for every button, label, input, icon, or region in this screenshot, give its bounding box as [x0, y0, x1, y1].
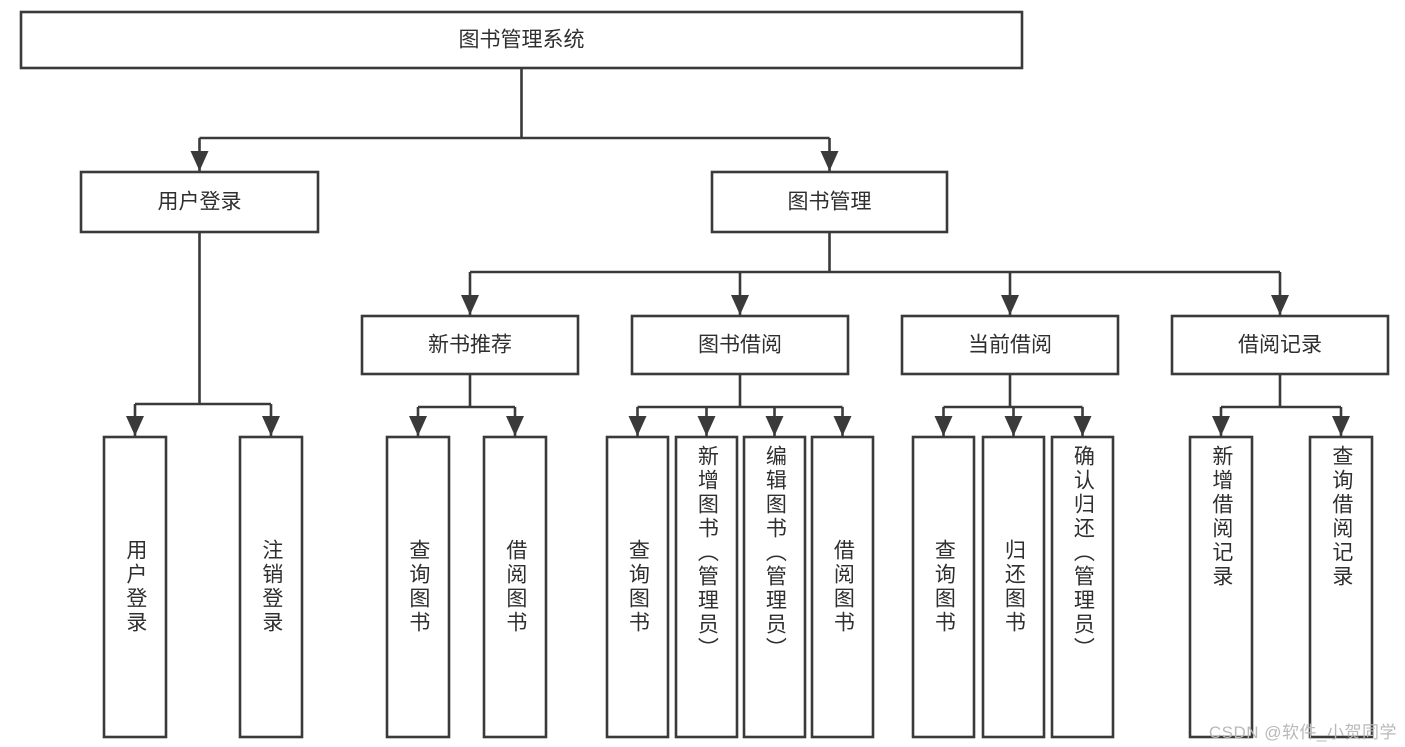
node-current-borrow[interactable]	[900, 314, 1120, 376]
node-leaf-borrow-book-1[interactable]	[482, 435, 548, 739]
node-leaf-user-login[interactable]	[102, 435, 168, 739]
node-book-manage-label: 图书管理	[788, 191, 872, 214]
arrow-leaf-confirm-return	[1073, 416, 1092, 436]
arrow-leaf-add-book	[697, 416, 716, 436]
arrow-leaf-query-book-1	[409, 416, 427, 436]
node-leaf-query-book-2[interactable]	[605, 435, 670, 739]
node-leaf-add-book[interactable]	[674, 435, 739, 739]
arrow-borrow-record	[1271, 295, 1289, 315]
node-book-manage[interactable]	[710, 170, 949, 234]
arrow-leaf-edit-book	[765, 416, 784, 436]
watermark-text: CSDN @软件_小贺同学	[1208, 723, 1397, 742]
node-leaf-user-logout[interactable]	[238, 435, 304, 739]
arrow-leaf-borrow-book-1	[506, 416, 524, 436]
connectors-layer	[126, 68, 1350, 436]
node-current-borrow-label: 当前借阅	[968, 334, 1052, 357]
node-root-root[interactable]	[19, 10, 1024, 70]
node-user-login[interactable]	[79, 170, 320, 234]
arrow-current-borrow	[1001, 295, 1019, 315]
node-leaf-query-book-1[interactable]	[385, 435, 451, 739]
arrow-book-borrow	[731, 295, 749, 315]
node-leaf-borrow-book-2[interactable]	[810, 435, 875, 739]
node-leaf-return-book[interactable]	[981, 435, 1046, 739]
node-borrow-record[interactable]	[1170, 314, 1390, 376]
arrow-leaf-return-book	[1004, 416, 1023, 436]
arrow-leaf-query-book-3	[934, 416, 953, 436]
node-leaf-edit-book[interactable]	[742, 435, 807, 739]
node-leaf-query-book-3[interactable]	[911, 435, 976, 739]
node-new-book-recommend-label: 新书推荐	[428, 334, 512, 357]
arrow-leaf-user-login	[126, 416, 144, 436]
node-leaf-query-record[interactable]	[1308, 435, 1374, 739]
node-root-root-label: 图书管理系统	[459, 29, 585, 52]
node-leaf-add-record[interactable]	[1188, 435, 1254, 739]
arrow-user-login	[190, 151, 209, 171]
arrow-leaf-user-logout	[262, 416, 280, 436]
arrow-leaf-borrow-book-2	[833, 416, 852, 436]
arrow-leaf-query-record	[1332, 416, 1350, 436]
node-borrow-record-label: 借阅记录	[1238, 334, 1322, 357]
node-book-borrow-label: 图书借阅	[698, 334, 782, 357]
node-new-book-recommend[interactable]	[360, 314, 580, 376]
arrow-book-manage	[820, 151, 839, 171]
node-user-login-label: 用户登录	[158, 191, 242, 214]
arrow-new-book-recommend	[461, 295, 479, 315]
node-leaf-confirm-return[interactable]	[1050, 435, 1115, 739]
arrow-leaf-query-book-2	[628, 416, 647, 436]
arrow-leaf-add-record	[1212, 416, 1230, 436]
boxes-layer	[19, 10, 1390, 739]
node-book-borrow[interactable]	[630, 314, 850, 376]
